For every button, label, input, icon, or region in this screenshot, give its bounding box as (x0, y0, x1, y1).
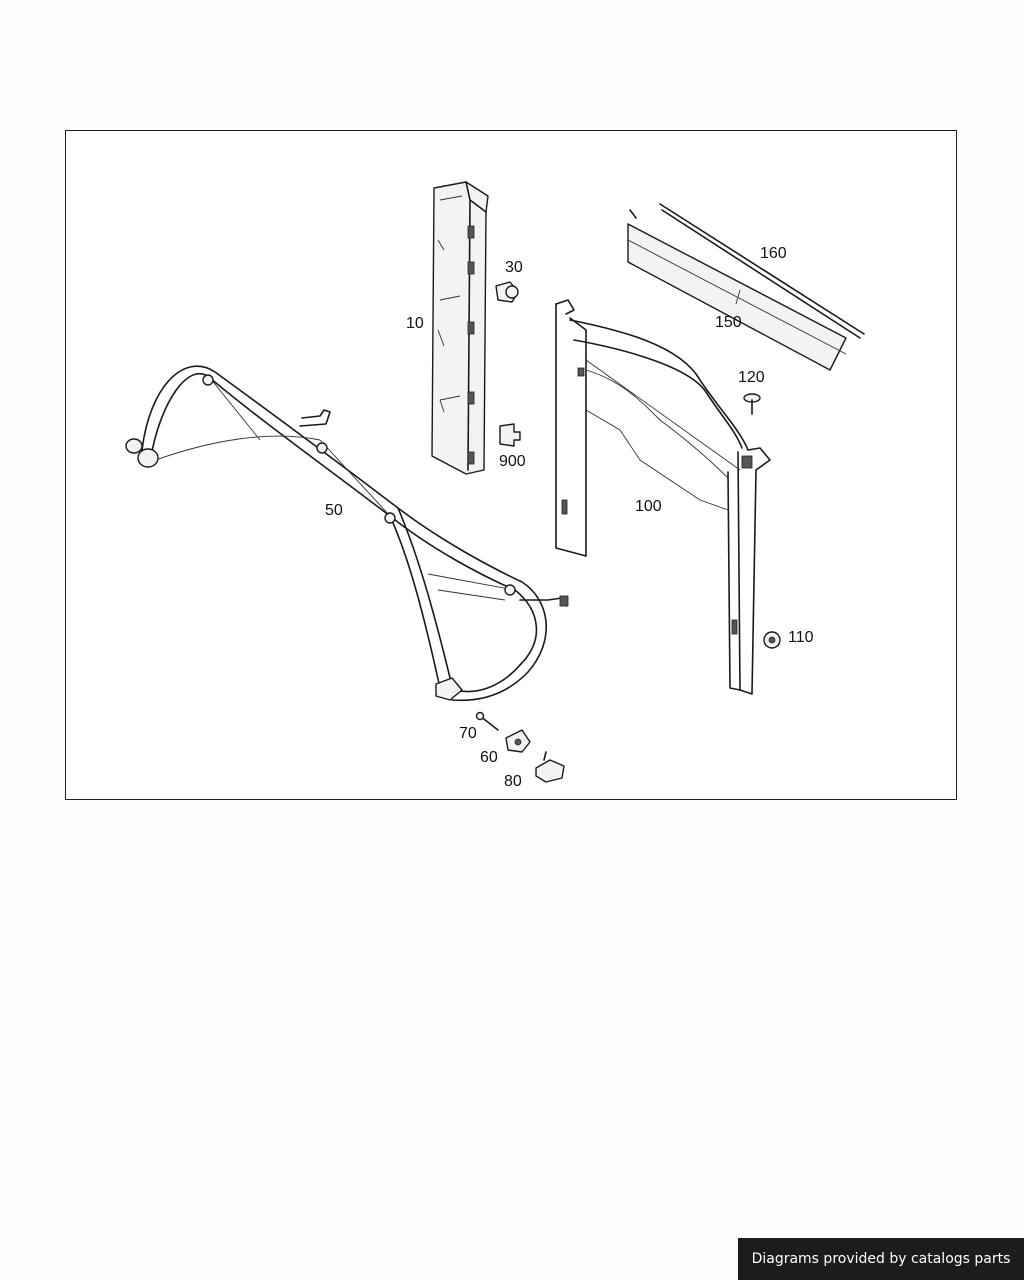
callout-120: 120 (738, 369, 765, 386)
diagram-frame (65, 130, 957, 800)
part-150-seal-strip[interactable] (627, 209, 847, 371)
callout-60: 60 (480, 749, 498, 766)
part-60-bracket[interactable] (505, 729, 531, 753)
callout-80: 80 (504, 773, 522, 790)
callout-900: 900 (499, 453, 526, 470)
credit-banner: Diagrams provided by catalogs parts (738, 1238, 1024, 1280)
part-100-roof-frame[interactable] (555, 299, 771, 695)
callout-70: 70 (459, 725, 477, 742)
part-900-label[interactable] (499, 423, 521, 447)
part-160-weather-strip[interactable] (659, 203, 865, 339)
callout-160: 160 (760, 245, 787, 262)
part-120-screw[interactable] (743, 393, 761, 415)
callout-150: 150 (715, 314, 742, 331)
part-50-roof-bow[interactable] (125, 365, 569, 702)
part-30-clip[interactable] (495, 281, 519, 303)
part-110-clip[interactable] (763, 631, 781, 649)
part-10-pillar-trim[interactable] (431, 181, 489, 475)
callout-50: 50 (325, 502, 343, 519)
callout-30: 30 (505, 259, 523, 276)
part-80-connector[interactable] (535, 751, 565, 783)
credit-text: Diagrams provided by catalogs parts (751, 1251, 1011, 1267)
callout-10: 10 (406, 315, 424, 332)
callout-110: 110 (788, 629, 814, 646)
callout-100: 100 (635, 498, 662, 515)
part-70-bolt[interactable] (475, 711, 499, 731)
